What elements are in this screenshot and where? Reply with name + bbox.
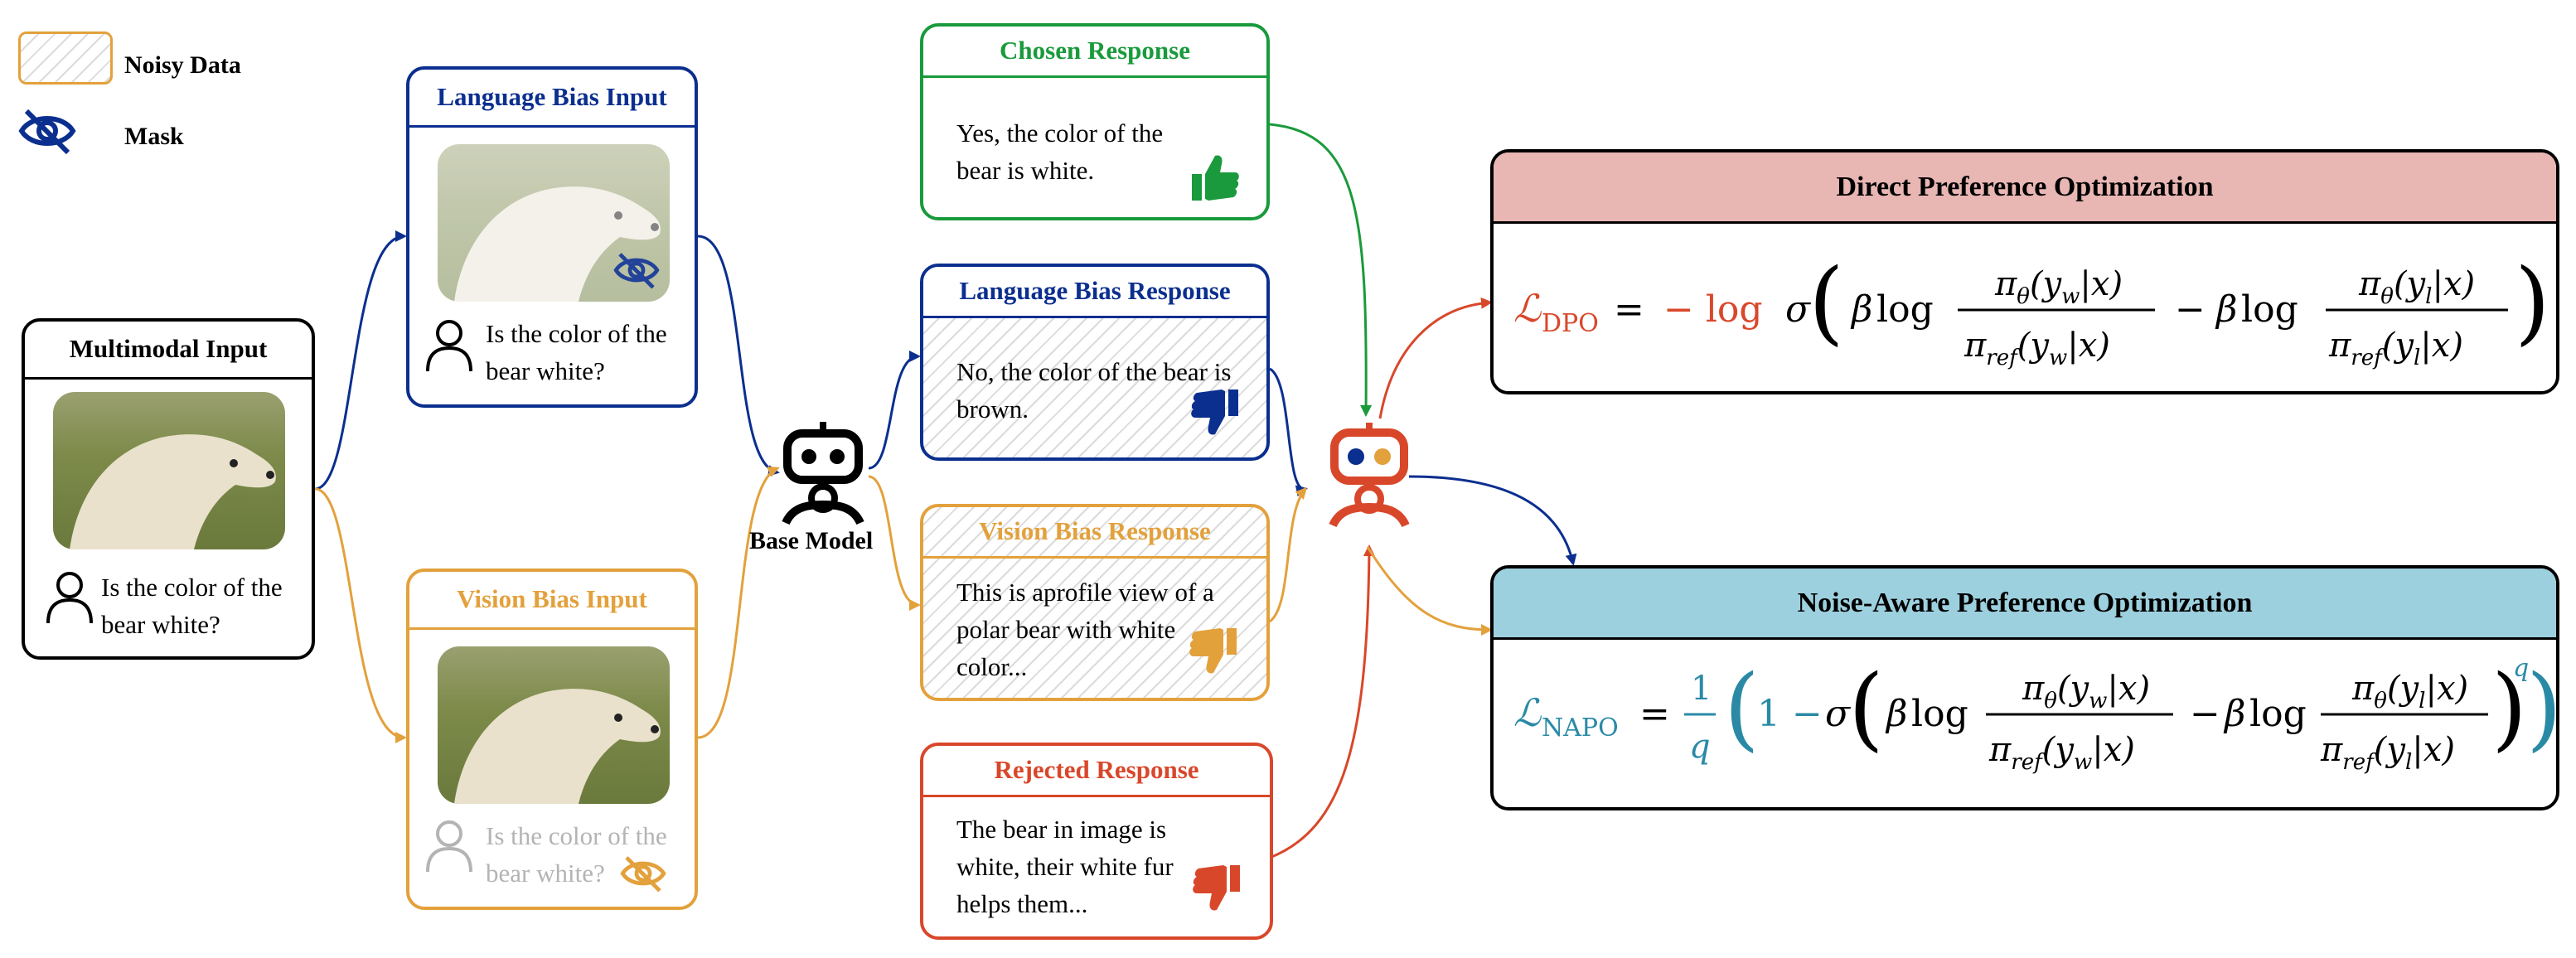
robot-icon [1329, 423, 1410, 528]
vision-bias-input-box: Vision Bias Input Is the color of the be… [406, 569, 698, 910]
svg-text:ℒ: ℒ [1513, 690, 1542, 735]
arrow-robot-to-napo-blue [1408, 475, 1577, 566]
svg-text:DPO: DPO [1542, 309, 1599, 338]
svg-text:σ: σ [1825, 693, 1852, 735]
mask-icon [18, 109, 76, 155]
noisy-data-label: Noisy Data [124, 51, 241, 79]
arrow-robot-to-dpo [1378, 297, 1493, 419]
svg-text:σ: σ [1785, 288, 1812, 331]
arrow-model-to-vision-response [868, 475, 921, 611]
napo-box: Noise-Aware Preference Optimization ℒ NA… [1490, 565, 2559, 810]
svg-text:(: ( [1724, 655, 1760, 761]
vision-bias-response-box: Vision Bias Response This is aprofile vi… [920, 504, 1270, 701]
svg-text:(: ( [1848, 655, 1884, 761]
svg-text:− log: − log [1663, 288, 1763, 331]
svg-text:(: ( [1809, 249, 1844, 355]
svg-text:β: β [1885, 693, 1907, 735]
base-model-label: Base Model [749, 527, 874, 554]
arrow-model-to-language-response [868, 351, 921, 470]
chosen-response-text: Yes, the color of the bear is white. [956, 119, 1164, 185]
multimodal-question: Is the color of the bear white? [101, 573, 283, 639]
arrow-chosen-to-robot [1269, 123, 1373, 417]
multimodal-input-title: Multimodal Input [25, 322, 312, 380]
arrow-language-input-to-model [697, 235, 780, 477]
bear-image [53, 392, 285, 549]
bear-image-faded [438, 144, 670, 302]
mask-label: Mask [124, 123, 184, 150]
svg-text:πref(yl|x): πref(yl|x) [2328, 327, 2463, 370]
rejected-response-text: The bear in image is white, their white … [956, 815, 1174, 918]
svg-text:β: β [2215, 288, 2237, 331]
arrow-language-response-to-robot [1269, 367, 1308, 496]
chosen-response-title: Chosen Response [923, 27, 1266, 78]
svg-text:log: log [1911, 693, 1968, 735]
thumbs-down-icon [1189, 628, 1237, 674]
language-bias-question: Is the color of the bear white? [486, 319, 667, 385]
svg-text:1: 1 [1691, 670, 1712, 708]
language-bias-response-box: Language Bias Response No, the color of … [920, 264, 1270, 461]
svg-text:β: β [2223, 693, 2245, 735]
person-icon [46, 572, 93, 624]
robot-icon [782, 422, 864, 525]
rejected-response-title: Rejected Response [923, 746, 1270, 797]
svg-text:πθ(yl|x): πθ(yl|x) [2351, 670, 2468, 714]
vision-bias-question: Is the color of the bear white? [486, 821, 667, 888]
svg-text:πref(yw|x): πref(yw|x) [1988, 731, 2135, 775]
thumbs-up-icon [1192, 155, 1239, 201]
chosen-response-box: Chosen Response Yes, the color of the be… [920, 23, 1270, 220]
arrow-vision-response-to-robot [1269, 486, 1308, 623]
dpo-formula: ℒ DPO = − log σ ( β log πθ(yw|x) πref(yw… [1513, 249, 2550, 370]
napo-formula: ℒ NAPO = 1 q ( 1 − σ ( β log πθ(yw|x) πr… [1513, 654, 2556, 775]
svg-text:log: log [2249, 693, 2307, 735]
language-bias-input-box: Language Bias Input Is the color of the … [406, 66, 698, 408]
vision-bias-response-title: Vision Bias Response [923, 507, 1266, 559]
vision-bias-response-text: This is aprofile view of a polar bear wi… [956, 578, 1214, 681]
language-bias-response-text: No, the color of the bear is brown. [956, 357, 1232, 423]
svg-text:=: = [1614, 288, 1644, 331]
vision-bias-input-title: Vision Bias Input [409, 572, 695, 630]
svg-text:β: β [1850, 288, 1872, 331]
rejected-response-box: Rejected Response The bear in image is w… [920, 743, 1273, 940]
svg-text:πθ(yw|x): πθ(yw|x) [1994, 265, 2123, 309]
svg-text:πref(yl|x): πref(yl|x) [2320, 731, 2455, 775]
svg-text:πθ(yl|x): πθ(yl|x) [2358, 265, 2475, 309]
language-bias-input-title: Language Bias Input [409, 70, 695, 128]
svg-text:q: q [1689, 728, 1711, 766]
svg-text:1 −: 1 − [1757, 693, 1823, 735]
svg-text:): ) [2515, 249, 2550, 355]
svg-text:πθ(yw|x): πθ(yw|x) [2022, 670, 2150, 714]
svg-text:): ) [2526, 655, 2559, 761]
svg-text:q: q [2513, 654, 2529, 683]
svg-text:−: − [2175, 288, 2206, 331]
thumbs-down-icon [1193, 865, 1240, 911]
arrow-multimodal-to-language-input [314, 230, 407, 491]
person-icon [426, 820, 472, 873]
language-bias-response-title: Language Bias Response [923, 267, 1266, 318]
noisy-data-swatch [18, 31, 113, 85]
thumbs-down-icon [1191, 389, 1238, 435]
mask-icon [620, 856, 666, 893]
svg-text:log: log [2241, 288, 2298, 331]
svg-text:NAPO: NAPO [1542, 714, 1619, 743]
person-icon [426, 320, 472, 372]
dpo-box: Direct Preference Optimization ℒ DPO = −… [1490, 149, 2559, 394]
arrow-vision-input-to-model [697, 466, 780, 739]
svg-text:ℒ: ℒ [1513, 286, 1542, 331]
svg-text:−: − [2190, 693, 2220, 735]
dpo-title: Direct Preference Optimization [1494, 152, 2556, 224]
svg-text:log: log [1876, 288, 1934, 331]
arrow-multimodal-to-vision-input [314, 487, 407, 743]
multimodal-input-box: Multimodal Input Is the color of the bea… [22, 318, 315, 660]
napo-title: Noise-Aware Preference Optimization [1494, 569, 2556, 640]
bear-image [438, 646, 670, 804]
mask-icon [613, 253, 660, 289]
svg-text:=: = [1639, 693, 1670, 735]
svg-text:): ) [2491, 655, 2527, 761]
arrow-robot-to-napo-orange [1366, 546, 1493, 636]
svg-text:πref(yw|x): πref(yw|x) [1963, 327, 2110, 370]
arrow-rejected-to-robot [1269, 544, 1375, 859]
